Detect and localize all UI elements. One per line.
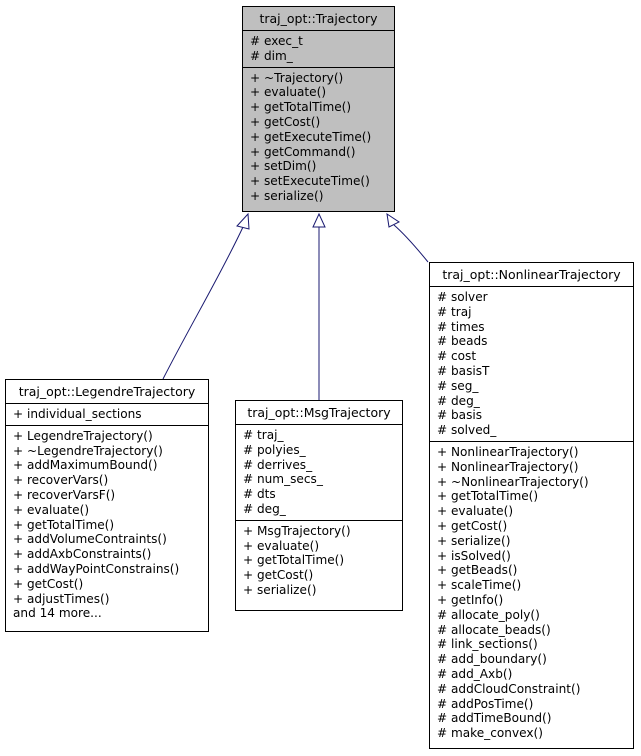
- class-msg-trajectory-methods: + MsgTrajectory()+ evaluate()+ getTotalT…: [236, 521, 402, 601]
- arrowhead-msg: [312, 212, 326, 228]
- edge-legendre-to-trajectory: [162, 226, 244, 380]
- class-attribute[interactable]: # deg_: [437, 393, 480, 408]
- class-attribute[interactable]: # traj_: [243, 428, 284, 442]
- class-attribute[interactable]: # num_secs_: [243, 472, 323, 487]
- class-trajectory[interactable]: traj_opt::Trajectory # exec_t# dim_ + ~T…: [242, 6, 395, 212]
- class-attribute[interactable]: # derrives_: [243, 457, 313, 472]
- class-method[interactable]: + getCommand(): [250, 144, 356, 159]
- class-nonlinear-trajectory[interactable]: traj_opt::NonlinearTrajectory # solver# …: [429, 262, 634, 749]
- class-method[interactable]: + addWayPointConstrains(): [13, 561, 180, 576]
- class-attribute[interactable]: # deg_: [243, 501, 286, 516]
- class-method[interactable]: + MsgTrajectory(): [243, 523, 351, 538]
- class-method[interactable]: # addPosTime(): [437, 696, 534, 711]
- class-method[interactable]: + evaluate(): [437, 504, 514, 519]
- class-nonlinear-trajectory-attributes: # solver# traj# times# beads# cost# basi…: [430, 287, 633, 442]
- class-nonlinear-trajectory-methods: + NonlinearTrajectory()+ NonlinearTrajec…: [430, 442, 633, 744]
- class-msg-trajectory-name: traj_opt::MsgTrajectory: [236, 401, 402, 425]
- class-nonlinear-trajectory-name: traj_opt::NonlinearTrajectory: [430, 263, 633, 287]
- class-method[interactable]: + evaluate(): [13, 502, 90, 517]
- class-method[interactable]: + evaluate(): [250, 85, 327, 100]
- class-method[interactable]: and 14 more...: [13, 606, 102, 621]
- class-method[interactable]: # addCloudConstraint(): [437, 681, 581, 696]
- class-method[interactable]: + setExecuteTime(): [250, 174, 370, 189]
- arrowhead-legendre: [236, 212, 250, 230]
- class-method[interactable]: + NonlinearTrajectory(): [437, 459, 579, 474]
- class-method[interactable]: # add_Axb(): [437, 666, 513, 681]
- class-attribute[interactable]: # traj: [437, 304, 472, 319]
- class-method[interactable]: + addMaximumBound(): [13, 458, 158, 473]
- class-method[interactable]: + getTotalTime(): [243, 553, 345, 568]
- class-attribute[interactable]: # seg_: [437, 378, 479, 393]
- class-method[interactable]: + scaleTime(): [437, 578, 522, 593]
- class-method[interactable]: + LegendreTrajectory(): [13, 428, 153, 443]
- class-trajectory-methods: + ~Trajectory()+ evaluate()+ getTotalTim…: [243, 68, 394, 207]
- class-method[interactable]: + getCost(): [243, 568, 314, 583]
- class-method[interactable]: + evaluate(): [243, 538, 320, 553]
- class-method[interactable]: + ~LegendreTrajectory(): [13, 443, 163, 458]
- class-msg-trajectory-attributes: # traj_# polyies_# derrives_# num_secs_#…: [236, 425, 402, 521]
- class-method[interactable]: + getInfo(): [437, 592, 504, 607]
- class-attribute[interactable]: # dim_: [250, 48, 293, 63]
- class-attribute[interactable]: # basisT: [437, 363, 490, 378]
- class-method[interactable]: + serialize(): [250, 188, 324, 203]
- class-method[interactable]: + serialize(): [437, 533, 511, 548]
- class-method[interactable]: + getExecuteTime(): [250, 129, 372, 144]
- class-method[interactable]: # allocate_beads(): [437, 622, 551, 637]
- class-method[interactable]: + getTotalTime(): [13, 517, 115, 532]
- class-method[interactable]: + addAxbConstraints(): [13, 547, 152, 562]
- class-attribute[interactable]: # exec_t: [250, 34, 303, 48]
- class-msg-trajectory[interactable]: traj_opt::MsgTrajectory # traj_# polyies…: [235, 400, 403, 611]
- arrowhead-nonlinear: [386, 212, 400, 228]
- class-method[interactable]: + setDim(): [250, 159, 317, 174]
- class-attribute[interactable]: # solved_: [437, 423, 497, 438]
- class-legendre-trajectory[interactable]: traj_opt::LegendreTrajectory + individua…: [5, 379, 209, 632]
- class-attribute[interactable]: # dts: [243, 487, 276, 502]
- class-method[interactable]: + getBeads(): [437, 563, 518, 578]
- class-attribute[interactable]: # beads: [437, 334, 488, 349]
- class-attribute[interactable]: # polyies_: [243, 442, 306, 457]
- class-method[interactable]: + getCost(): [13, 576, 84, 591]
- class-method[interactable]: + adjustTimes(): [13, 591, 110, 606]
- class-method[interactable]: + ~NonlinearTrajectory(): [437, 474, 589, 489]
- class-legendre-trajectory-methods: + LegendreTrajectory()+ ~LegendreTraject…: [6, 426, 208, 624]
- class-attribute[interactable]: # cost: [437, 349, 477, 364]
- edge-nonlinear-to-trajectory: [393, 224, 429, 263]
- class-method[interactable]: + getTotalTime(): [250, 100, 352, 115]
- class-method[interactable]: # link_sections(): [437, 637, 538, 652]
- class-trajectory-name: traj_opt::Trajectory: [243, 7, 394, 31]
- class-attribute[interactable]: # solver: [437, 290, 488, 304]
- class-legendre-trajectory-attributes: + individual_sections: [6, 404, 208, 426]
- class-method[interactable]: # make_convex(): [437, 726, 543, 741]
- class-trajectory-attributes: # exec_t# dim_: [243, 31, 394, 68]
- class-method[interactable]: + getCost(): [250, 114, 321, 129]
- class-method[interactable]: + getTotalTime(): [437, 489, 539, 504]
- class-method[interactable]: # allocate_poly(): [437, 607, 540, 622]
- class-attribute[interactable]: + individual_sections: [13, 407, 142, 421]
- class-method[interactable]: + recoverVars(): [13, 473, 109, 488]
- class-method[interactable]: + NonlinearTrajectory(): [437, 444, 579, 459]
- class-method[interactable]: + getCost(): [437, 518, 508, 533]
- class-method[interactable]: # add_boundary(): [437, 652, 547, 667]
- class-method[interactable]: # addTimeBound(): [437, 711, 552, 726]
- class-method[interactable]: + ~Trajectory(): [250, 70, 344, 85]
- class-method[interactable]: + recoverVarsF(): [13, 487, 116, 502]
- class-attribute[interactable]: # times: [437, 319, 485, 334]
- class-attribute[interactable]: # basis: [437, 408, 483, 423]
- class-legendre-trajectory-name: traj_opt::LegendreTrajectory: [6, 380, 208, 404]
- class-method[interactable]: + isSolved(): [437, 548, 511, 563]
- class-method[interactable]: + serialize(): [243, 582, 317, 597]
- class-method[interactable]: + addVolumeContraints(): [13, 532, 167, 547]
